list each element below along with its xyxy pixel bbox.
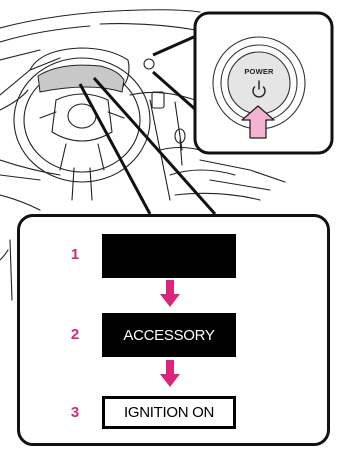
mode-ignition-on-box: IGNITION ON bbox=[102, 396, 236, 429]
arrow-down-icon bbox=[160, 360, 180, 388]
mode-number-3: 3 bbox=[66, 404, 84, 421]
power-button-label: POWER bbox=[229, 67, 289, 76]
mode-number-2: 2 bbox=[66, 326, 84, 343]
power-modes-panel: 1 2 ACCESSORY 3 IGNITION ON bbox=[17, 214, 330, 446]
arrow-down-icon bbox=[160, 280, 180, 308]
mode-number-1: 1 bbox=[66, 246, 84, 263]
mode-off-box bbox=[102, 234, 236, 278]
mode-accessory-box: ACCESSORY bbox=[102, 313, 236, 357]
